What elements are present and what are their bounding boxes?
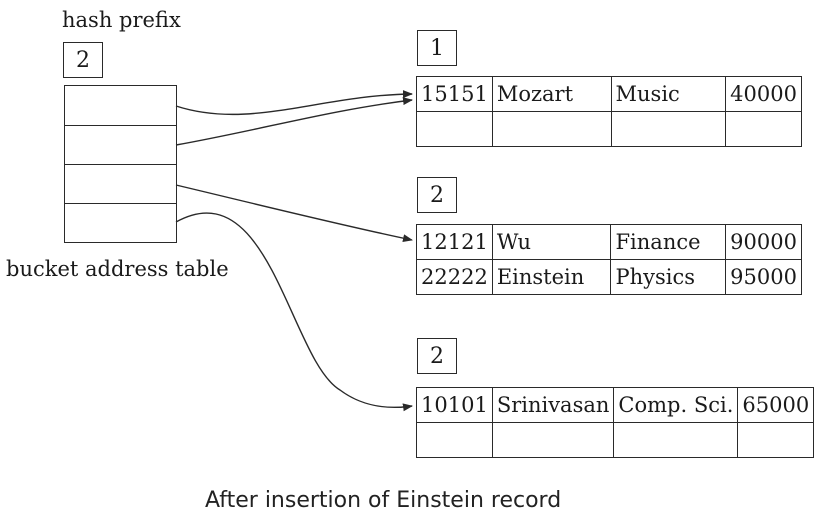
table-row — [416, 111, 802, 147]
record-name: Wu — [491, 224, 612, 260]
bucket-2: 12121 Wu Finance 90000 22222 Einstein Ph… — [416, 224, 802, 295]
record-dept: Music — [610, 76, 727, 112]
bucket-2-local-depth: 2 — [417, 177, 457, 213]
record-id: 22222 — [416, 259, 493, 295]
record-dept: Comp. Sci. — [613, 387, 739, 423]
bucket-3-local-depth: 2 — [417, 338, 457, 374]
directory-entry — [65, 203, 176, 242]
directory-entry — [65, 164, 176, 203]
table-row: 22222 Einstein Physics 95000 — [416, 259, 802, 295]
directory-label: bucket address table — [6, 257, 229, 281]
bucket-address-table — [64, 85, 177, 243]
record-id: 15151 — [416, 76, 493, 112]
pointer-3-to-bucket-3 — [175, 212, 413, 412]
table-row: 10101 Srinivasan Comp. Sci. 65000 — [416, 387, 814, 423]
table-row — [416, 422, 814, 458]
figure-caption: After insertion of Einstein record — [205, 488, 562, 513]
record-id: 10101 — [416, 387, 493, 423]
bucket-1-local-depth: 1 — [417, 30, 457, 66]
record-name: Srinivasan — [491, 387, 615, 423]
record-dept — [613, 422, 739, 458]
record-salary — [737, 422, 814, 458]
directory-entry — [65, 86, 176, 125]
record-salary — [725, 111, 802, 147]
record-salary: 90000 — [725, 224, 802, 260]
table-row: 12121 Wu Finance 90000 — [416, 224, 802, 260]
record-name — [491, 422, 615, 458]
record-salary: 40000 — [725, 76, 802, 112]
record-id — [416, 111, 493, 147]
pointer-2-to-bucket-2 — [175, 184, 413, 243]
table-row: 15151 Mozart Music 40000 — [416, 76, 802, 112]
pointer-0-to-bucket-1 — [175, 90, 413, 116]
record-id — [416, 422, 493, 458]
record-salary: 95000 — [725, 259, 802, 295]
bucket-1: 15151 Mozart Music 40000 — [416, 76, 802, 147]
global-depth-box: 2 — [63, 42, 103, 78]
record-id: 12121 — [416, 224, 493, 260]
record-dept: Physics — [610, 259, 727, 295]
record-name — [491, 111, 612, 147]
hash-prefix-label: hash prefix — [62, 8, 181, 32]
pointer-1-to-bucket-1 — [175, 97, 413, 146]
record-salary: 65000 — [737, 387, 814, 423]
record-dept — [610, 111, 727, 147]
directory-entry — [65, 125, 176, 164]
record-name: Einstein — [491, 259, 612, 295]
record-dept: Finance — [610, 224, 727, 260]
bucket-3: 10101 Srinivasan Comp. Sci. 65000 — [416, 387, 814, 458]
record-name: Mozart — [491, 76, 612, 112]
